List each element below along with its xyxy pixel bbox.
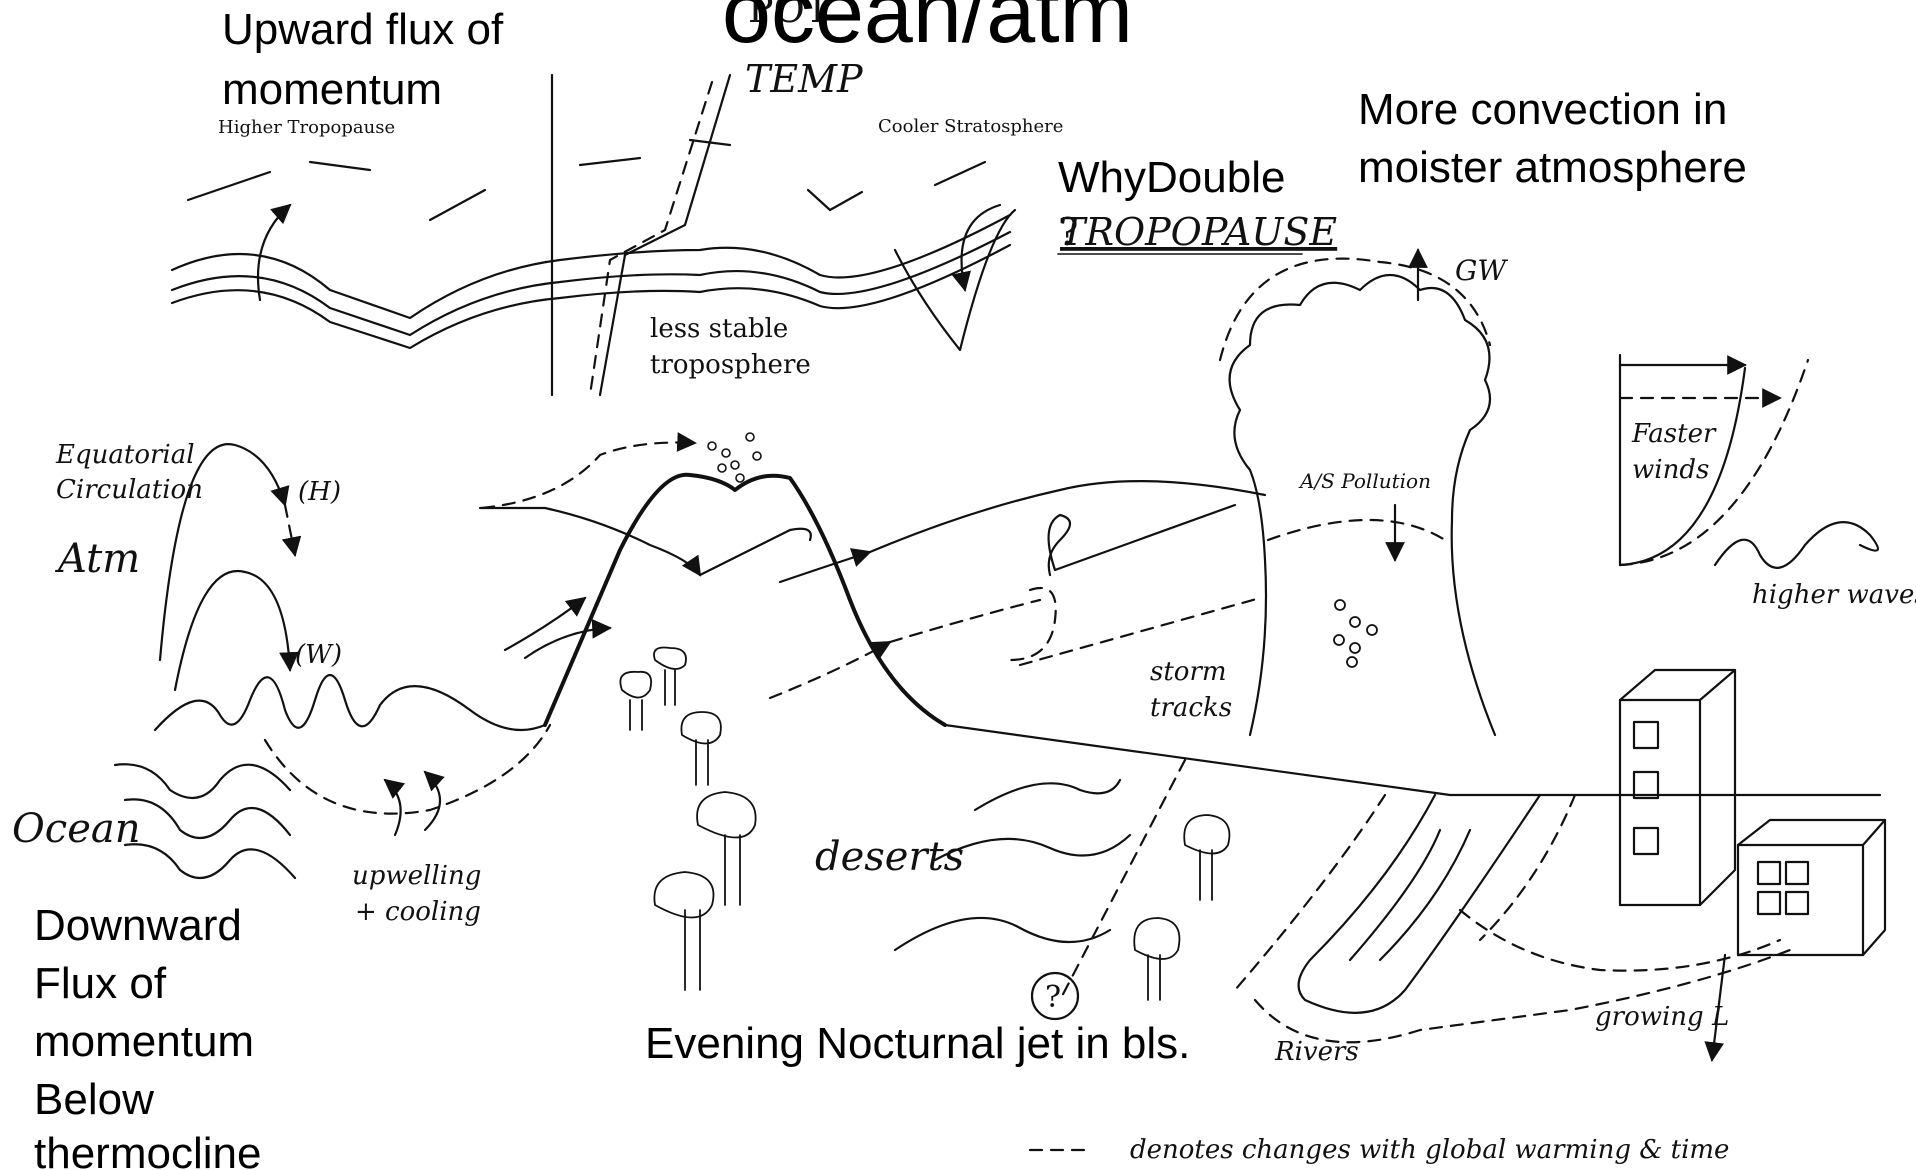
mountain-aerosols — [708, 433, 761, 482]
ocean-label: Ocean — [12, 806, 140, 852]
mountain-flow-upper-2 — [700, 529, 811, 575]
river-delta — [1299, 795, 1540, 1013]
storm-track-line-warming — [1020, 598, 1260, 665]
downward-flux-line-2: Flux of — [34, 959, 167, 1008]
higher-tropopause-dashes — [188, 140, 985, 220]
growing-l-label: growing L — [1595, 1002, 1729, 1032]
tropopause-fold — [895, 210, 1015, 350]
faster-winds-label-2: winds — [1632, 455, 1709, 485]
less-stable-label-2: troposphere — [650, 350, 811, 380]
tropopause-bands — [172, 215, 1010, 348]
higher-waves-curve — [1715, 522, 1878, 568]
more-convection-line-1: More convection in — [1358, 85, 1727, 134]
tropopause-label: TROPOPAUSE — [1060, 210, 1337, 254]
river-channel-1 — [1350, 830, 1440, 960]
mountain-flow-warming — [482, 443, 695, 509]
downward-flux-line-4: Below — [34, 1075, 154, 1124]
upslope-arrow-1 — [505, 598, 585, 650]
ocean-wave-1 — [115, 764, 290, 798]
cooler-stratosphere-label: Cooler Stratosphere — [878, 116, 1063, 137]
growing-l-arc-2 — [1460, 910, 1780, 971]
downward-flux-line-5: thermocline — [34, 1129, 261, 1170]
upslope-arrow-2 — [525, 628, 610, 658]
desert-dune-3 — [895, 918, 1110, 950]
land-surface-line — [945, 725, 1880, 795]
why-double-label: WhyDouble — [1058, 153, 1285, 202]
upwelling-label-1: upwelling — [352, 861, 481, 891]
pot-temp-profile — [600, 75, 730, 395]
faster-winds-label-1: Faster — [1631, 419, 1717, 449]
cloud-outline — [1230, 275, 1495, 735]
higher-tropopause-label: Higher Tropopause — [218, 117, 395, 138]
gw-label: GW — [1455, 254, 1508, 287]
pot-temp-label-temp: TEMP — [745, 57, 864, 101]
desert-dune-2 — [935, 835, 1130, 860]
desert-expansion-line — [1060, 760, 1185, 1000]
tropopause-question-mark: ? — [1058, 210, 1078, 254]
hadley-label: (H) — [298, 477, 341, 507]
mountain-flow-upper — [480, 508, 700, 575]
more-convection-line-2: moister atmosphere — [1358, 143, 1747, 192]
less-stable-label-1: less stable — [650, 314, 788, 344]
slide-title: ocean/atm — [722, 0, 1133, 61]
upwelling-circulation — [265, 725, 550, 814]
upward-flux-line-2: momentum — [222, 65, 442, 114]
desert-question-mark: ? — [1045, 980, 1061, 1015]
desert-dune-1 — [975, 780, 1120, 810]
river-channel-2 — [1380, 830, 1470, 960]
river-expansion-right — [1480, 795, 1575, 940]
hadley-cell-extension — [285, 505, 295, 555]
atm-label: Atm — [54, 536, 140, 582]
lee-flow — [780, 552, 870, 582]
ocean-wave-3 — [125, 844, 295, 878]
rivers-label: Rivers — [1274, 1037, 1359, 1067]
walker-label: (W) — [295, 640, 342, 670]
upward-flux-line-1: Upward flux of — [222, 5, 504, 54]
trees — [620, 648, 1229, 1001]
atm-surface-waves — [155, 675, 545, 730]
pollution-label: A/S Pollution — [1298, 469, 1431, 493]
upwelling-arrow-2 — [425, 772, 440, 830]
dashed-storm-track-2 — [890, 600, 1040, 642]
higher-waves-label: higher waves — [1752, 580, 1916, 610]
equatorial-circulation-label-2: Circulation — [56, 475, 203, 505]
walker-cell-arrow — [175, 571, 290, 690]
storm-tracks-label-1: storm — [1150, 657, 1227, 687]
storm-track-loop — [1010, 588, 1056, 660]
gravity-wave-arc — [1220, 259, 1490, 360]
upwelling-arrow-1 — [385, 780, 401, 835]
evening-jet-label: Evening Nocturnal jet in bls. — [645, 1019, 1190, 1068]
downward-flux-line-3: momentum — [34, 1017, 254, 1066]
upwelling-label-2: + cooling — [355, 897, 481, 927]
cloud-droplets — [1334, 600, 1377, 667]
equatorial-circulation-label-1: Equatorial — [55, 440, 195, 470]
storm-track-line — [1049, 505, 1235, 575]
short-building — [1738, 820, 1885, 955]
storm-tracks-label-2: tracks — [1150, 693, 1232, 723]
legend-label: denotes changes with global warming & ti… — [1130, 1135, 1729, 1165]
tall-building — [1620, 670, 1735, 905]
ocean-wave-2 — [125, 799, 290, 838]
downward-flux-line-1: Downward — [34, 901, 242, 950]
pollution-arc — [1268, 520, 1445, 540]
upward-momentum-arrow — [258, 205, 290, 300]
deserts-label: deserts — [815, 834, 964, 880]
mountain-outline — [545, 475, 945, 725]
